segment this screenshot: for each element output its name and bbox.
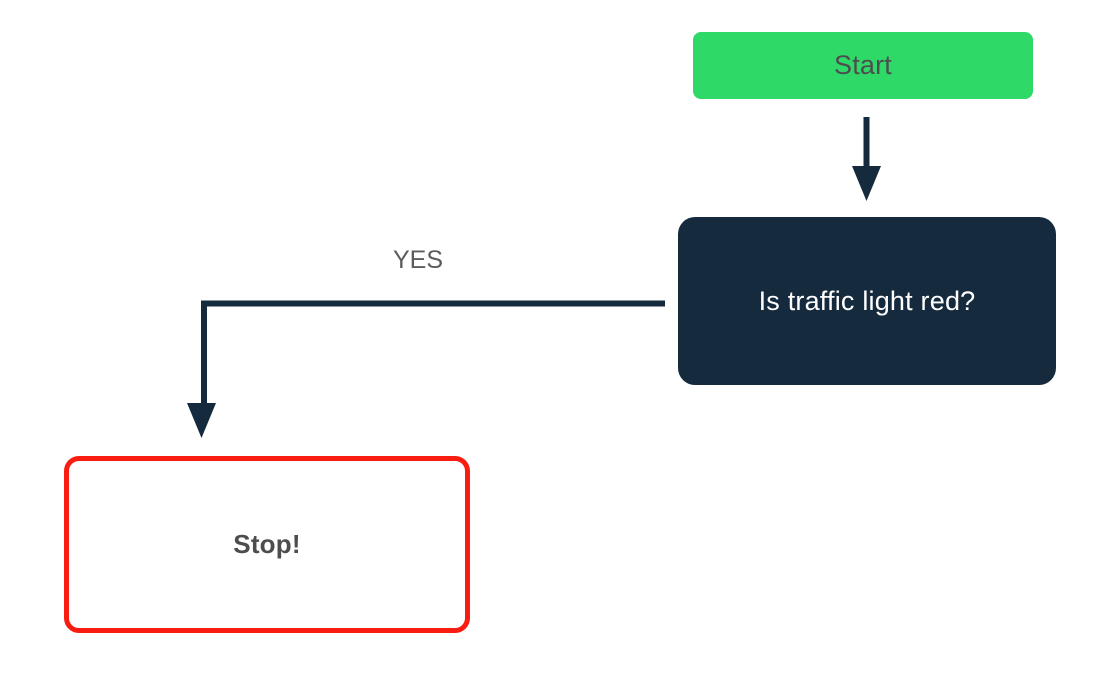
node-decision-label: Is traffic light red? — [758, 285, 976, 316]
node-start-label: Start — [833, 50, 893, 80]
edge-start-to-decision — [852, 117, 881, 201]
edge-decision-to-stop — [187, 300, 665, 438]
edge-decision-to-stop-arrowhead — [187, 403, 216, 438]
edge-label-yes: YES — [393, 246, 444, 274]
node-stop[interactable]: Stop! — [64, 456, 470, 633]
node-decision[interactable]: Is traffic light red? — [678, 217, 1056, 385]
node-stop-label: Stop! — [233, 529, 301, 559]
node-start[interactable]: Start — [693, 32, 1033, 99]
edge-decision-to-stop-line — [201, 300, 665, 405]
edge-start-to-decision-arrowhead — [852, 166, 881, 201]
